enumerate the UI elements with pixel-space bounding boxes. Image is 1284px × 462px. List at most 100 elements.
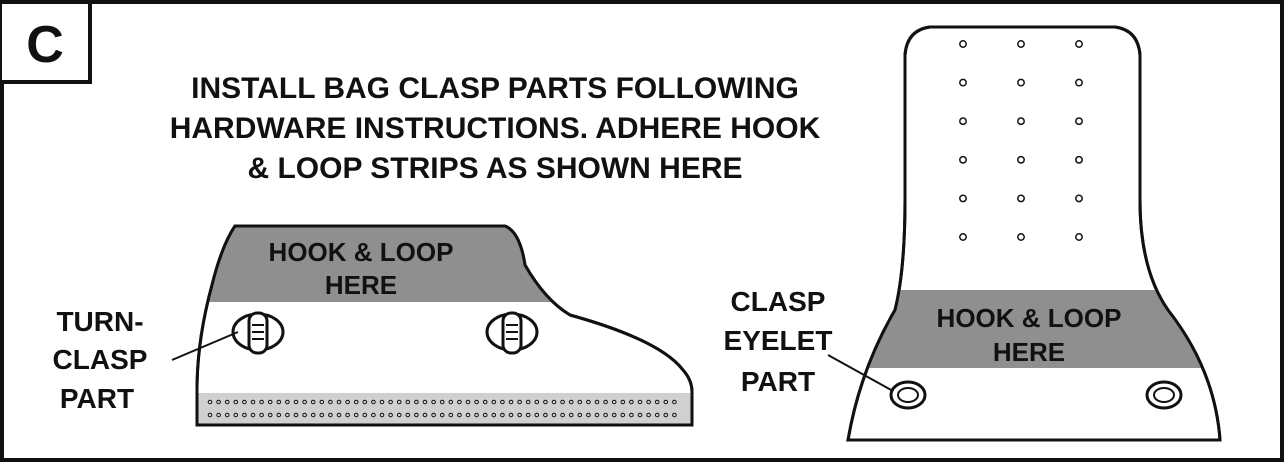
- stitch-hole: [336, 412, 342, 418]
- rivet-hole: [959, 40, 967, 48]
- stitch-hole: [568, 399, 574, 405]
- stitch-hole: [620, 399, 626, 405]
- stitch-hole: [233, 399, 239, 405]
- rivet-hole: [1017, 78, 1025, 87]
- clasp-eyelet-left: [889, 380, 927, 410]
- stitch-hole: [620, 412, 626, 418]
- stitch-hole: [293, 412, 299, 418]
- eyelet-leader-line: [827, 354, 894, 392]
- stitch-hole: [629, 412, 634, 418]
- right-strip-label-2: HERE: [993, 337, 1065, 367]
- stitch-hole: [431, 399, 436, 405]
- clasp-eyelet-right: [1145, 380, 1183, 410]
- turn-clasp-leader-line: [171, 331, 239, 361]
- turn-clasp-left: [231, 311, 285, 355]
- stitch-hole: [388, 412, 393, 418]
- stitch-holes: [207, 399, 677, 418]
- stitch-hole: [267, 399, 273, 405]
- left-hook-loop-strip: [197, 226, 570, 302]
- rivet-hole: [1075, 40, 1083, 48]
- stitch-hole: [267, 412, 273, 418]
- stitch-hole: [388, 399, 393, 405]
- stitch-hole: [250, 399, 256, 405]
- stitch-hole: [362, 412, 368, 418]
- stitch-hole: [319, 399, 325, 405]
- stitch-hole: [586, 399, 591, 405]
- stitch-hole: [611, 412, 617, 418]
- stitch-hole: [405, 412, 411, 418]
- stitch-hole: [414, 399, 419, 405]
- stitch-hole: [517, 399, 522, 405]
- stitch-hole: [310, 412, 316, 418]
- stitch-hole: [310, 399, 316, 405]
- stitch-hole: [216, 412, 221, 418]
- stitch-hole: [224, 399, 230, 405]
- stitch-hole: [371, 412, 376, 418]
- stitch-hole: [637, 412, 643, 418]
- stitch-hole: [508, 412, 514, 418]
- eyelet-callout-3: PART: [741, 366, 815, 397]
- stitch-hole: [654, 399, 660, 405]
- stitch-hole: [543, 399, 548, 405]
- stitch-hole: [345, 399, 350, 405]
- turn-clasp-callout-1: TURN-: [56, 306, 143, 337]
- stitch-hole: [242, 412, 247, 418]
- stitch-hole: [439, 412, 445, 418]
- stitch-hole: [594, 412, 600, 418]
- right-bag-panel: HOOK & LOOP HERE: [846, 25, 1222, 442]
- instruction-line-3: & LOOP STRIPS AS SHOWN HERE: [247, 152, 742, 185]
- stitch-hole: [259, 399, 264, 405]
- stitch-hole: [224, 412, 230, 418]
- stitch-hole: [336, 399, 342, 405]
- stitch-hole: [353, 412, 359, 418]
- stitch-hole: [568, 412, 574, 418]
- stitch-hole: [603, 399, 608, 405]
- stitch-hole: [371, 399, 376, 405]
- stitch-hole: [396, 412, 402, 418]
- stitch-hole: [379, 412, 385, 418]
- rivet-hole: [1017, 155, 1025, 164]
- stitch-hole: [629, 399, 634, 405]
- stitch-hole: [482, 412, 488, 418]
- stitch-hole: [285, 412, 290, 418]
- step-letter-box: [2, 0, 92, 84]
- step-letter: C: [26, 16, 64, 74]
- rivet-hole: [1017, 117, 1025, 126]
- stitch-hole: [362, 399, 368, 405]
- rivet-hole: [959, 78, 967, 87]
- rivet-hole: [959, 194, 967, 203]
- stitch-hole: [560, 399, 565, 405]
- left-strip-label-1: HOOK & LOOP: [269, 237, 454, 267]
- stitch-hole: [414, 412, 419, 418]
- stitch-hole: [276, 399, 282, 405]
- stitch-hole: [491, 399, 497, 405]
- stitch-hole: [594, 399, 600, 405]
- rivet-hole: [1017, 40, 1025, 48]
- stitch-hole: [233, 412, 239, 418]
- instruction-line-2: HARDWARE INSTRUCTIONS. ADHERE HOOK: [170, 112, 821, 145]
- stitch-hole: [663, 399, 669, 405]
- stitch-hole: [491, 412, 497, 418]
- stitch-hole: [353, 399, 359, 405]
- stitch-hole: [551, 399, 557, 405]
- stitch-hole: [672, 412, 677, 418]
- stitch-hole: [646, 412, 651, 418]
- stitch-hole: [345, 412, 350, 418]
- stitch-hole: [216, 399, 221, 405]
- stitch-hole: [302, 399, 307, 405]
- stitch-hole: [551, 412, 557, 418]
- turn-clasp-callout-3: PART: [60, 383, 134, 414]
- stitch-hole: [577, 399, 583, 405]
- rivet-hole: [1017, 194, 1025, 203]
- left-strip-label-2: HERE: [325, 270, 397, 300]
- stitch-hole: [448, 412, 454, 418]
- stitch-hole: [396, 399, 402, 405]
- stitch-hole: [577, 412, 583, 418]
- stitch-hole: [500, 399, 505, 405]
- stitch-hole: [242, 399, 247, 405]
- stitch-hole: [465, 412, 471, 418]
- rivet-hole: [959, 233, 967, 241]
- rivet-hole: [1075, 78, 1083, 87]
